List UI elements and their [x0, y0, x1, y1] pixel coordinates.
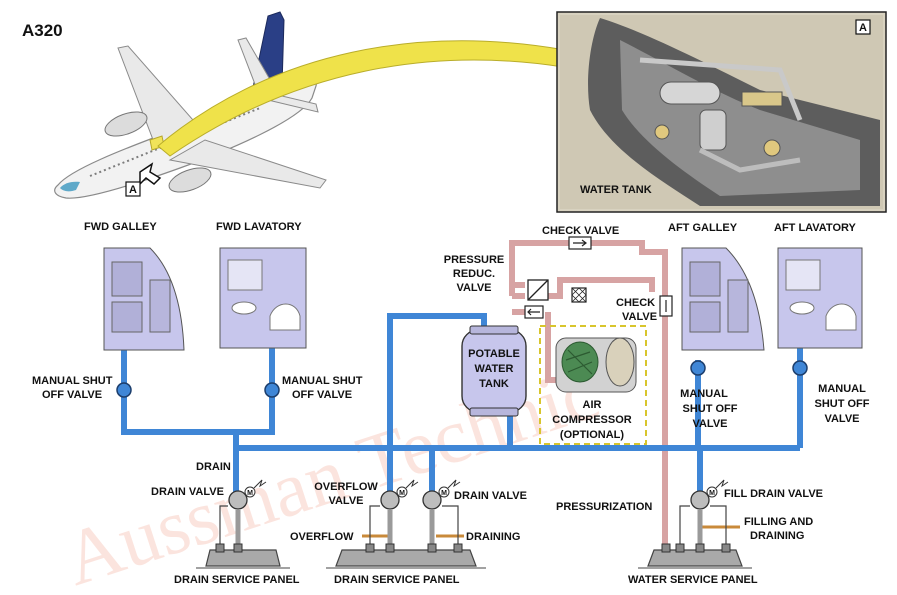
inset-caption: WATER TANK: [580, 184, 652, 196]
fwd-lavatory-label: FWD LAVATORY: [216, 221, 302, 233]
drain-valve-left-label: DRAIN VALVE: [151, 486, 224, 498]
msov-aft-lav-label-2: SHUT OFF: [815, 398, 870, 410]
msov-aft-galley-label-1: MANUAL: [680, 388, 728, 400]
manual-shut-off-valve-aft-galley-icon: [690, 360, 706, 376]
motor-symbol-left: M: [247, 490, 253, 497]
manual-shut-off-valve-fwd-lav-icon: [264, 382, 280, 398]
drain-valve-left-icon: [228, 479, 267, 510]
fwd-galley: [103, 247, 185, 351]
overflow-valve-icon: [380, 479, 419, 510]
air-compressor: [539, 325, 647, 445]
fwd-lavatory: [219, 247, 307, 349]
view-ref-label: A: [129, 184, 137, 196]
drain-valve-mid-label: DRAIN VALVE: [454, 490, 527, 502]
tank-label-3: TANK: [479, 378, 509, 390]
check-valve-right-label-1: CHECK: [616, 297, 655, 309]
filling-draining-label-2: DRAINING: [750, 530, 804, 542]
tank-label-2: WATER: [475, 363, 514, 375]
msov-aft-galley-label-3: VALVE: [692, 418, 727, 430]
drain-service-panel-mid-label: DRAIN SERVICE PANEL: [334, 574, 460, 586]
msov-fwd-galley-label-2: OFF VALVE: [42, 389, 102, 401]
tank-label-1: POTABLE: [468, 348, 520, 360]
drain-valve-mid-icon: [422, 479, 461, 510]
motor-symbol-overflow: M: [399, 490, 405, 497]
manual-shut-off-valve-fwd-galley-icon: [116, 382, 132, 398]
pressure-reduc-label-1: PRESSURE: [444, 254, 505, 266]
fill-drain-valve-icon: [690, 479, 729, 510]
pressurization-label: PRESSURIZATION: [556, 501, 652, 513]
pressure-reduc-label-3: VALVE: [456, 282, 491, 294]
compressor-label-2: COMPRESSOR: [552, 414, 632, 426]
draining-label: DRAINING: [466, 531, 520, 543]
aft-lavatory: [777, 247, 863, 349]
drain-service-panel-mid: [335, 543, 477, 567]
motor-symbol-fill: M: [709, 490, 715, 497]
view-ref-box: [125, 181, 141, 197]
aircraft-title: A320: [22, 21, 63, 40]
aft-galley: [681, 247, 765, 351]
fwd-galley-label: FWD GALLEY: [84, 221, 157, 233]
check-valve-right-label-2: VALVE: [622, 311, 657, 323]
view-arrow-icon: [139, 162, 162, 186]
msov-fwd-lav-label-2: OFF VALVE: [292, 389, 352, 401]
msov-fwd-galley-label-1: MANUAL SHUT: [32, 375, 113, 387]
inset-ref-label: A: [859, 22, 867, 34]
drain-service-panel-left-label: DRAIN SERVICE PANEL: [174, 574, 300, 586]
msov-aft-galley-label-2: SHUT OFF: [683, 403, 738, 415]
water-service-panel: [647, 543, 743, 567]
msov-aft-lav-label-3: VALVE: [824, 413, 859, 425]
water-tank-inset: [556, 11, 887, 213]
drain-label: DRAIN: [196, 461, 231, 473]
filling-draining-label-1: FILLING AND: [744, 516, 813, 528]
aircraft-illustration: [54, 11, 327, 199]
aft-lavatory-label: AFT LAVATORY: [774, 222, 857, 234]
manual-shut-off-valve-aft-lav-icon: [792, 360, 808, 376]
overflow-valve-label-1: OVERFLOW: [314, 481, 378, 493]
check-valve-top-label: CHECK VALVE: [542, 225, 619, 237]
compressor-label-3: (OPTIONAL): [560, 429, 624, 441]
compressor-label-1: AIR: [583, 399, 602, 411]
drain-service-panel-left: [205, 543, 281, 567]
fill-drain-valve-label: FILL DRAIN VALVE: [724, 488, 823, 500]
overflow-label: OVERFLOW: [290, 531, 354, 543]
valve-drain-leads: [219, 505, 727, 552]
overflow-lines: [362, 525, 740, 538]
msov-fwd-lav-label-1: MANUAL SHUT: [282, 375, 363, 387]
potable-water-tank: [461, 325, 527, 417]
pressure-reduc-label-2: REDUC.: [453, 268, 495, 280]
water-service-panel-label: WATER SERVICE PANEL: [628, 574, 758, 586]
motor-symbol-mid: M: [441, 490, 447, 497]
msov-aft-lav-label-1: MANUAL: [818, 383, 866, 395]
aft-galley-label: AFT GALLEY: [668, 222, 738, 234]
overflow-valve-label-2: VALVE: [328, 495, 363, 507]
